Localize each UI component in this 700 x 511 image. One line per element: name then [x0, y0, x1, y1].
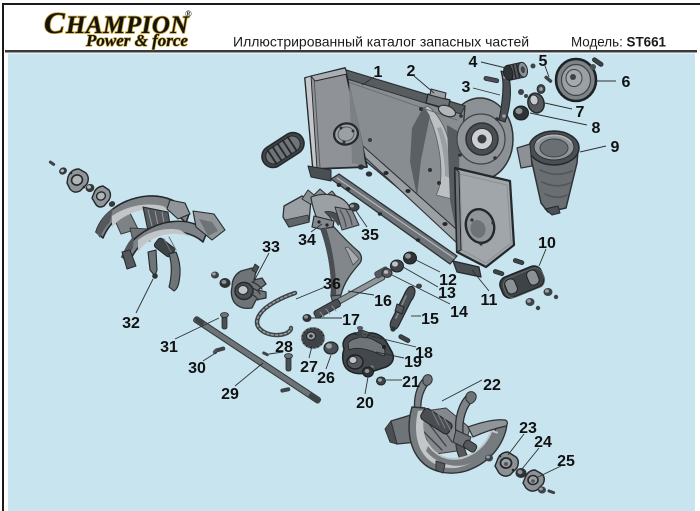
svg-text:Модель: ST661: Модель: ST661 — [571, 35, 667, 50]
svg-text:7: 7 — [576, 104, 585, 121]
svg-text:HAMPION: HAMPION — [65, 12, 189, 39]
svg-text:12: 12 — [439, 272, 457, 289]
svg-text:18: 18 — [415, 345, 433, 362]
svg-text:19: 19 — [404, 354, 422, 371]
svg-text:24: 24 — [534, 434, 552, 451]
svg-text:3: 3 — [462, 79, 471, 96]
svg-text:35: 35 — [361, 227, 379, 244]
svg-text:11: 11 — [481, 292, 498, 309]
svg-text:13: 13 — [438, 285, 456, 302]
svg-text:5: 5 — [539, 53, 548, 70]
svg-text:29: 29 — [221, 386, 239, 403]
svg-text:2: 2 — [407, 63, 416, 80]
svg-text:34: 34 — [298, 232, 316, 249]
svg-text:4: 4 — [469, 54, 478, 71]
svg-text:16: 16 — [374, 293, 392, 310]
svg-text:31: 31 — [160, 339, 178, 356]
svg-text:23: 23 — [519, 420, 537, 437]
svg-text:33: 33 — [262, 239, 280, 256]
svg-text:17: 17 — [342, 312, 360, 329]
svg-text:28: 28 — [275, 339, 293, 356]
svg-text:22: 22 — [483, 377, 501, 394]
svg-text:9: 9 — [611, 139, 620, 156]
svg-text:C: C — [44, 5, 65, 40]
svg-text:Power & force: Power & force — [85, 31, 188, 50]
svg-text:8: 8 — [592, 120, 601, 137]
svg-text:1: 1 — [374, 64, 383, 81]
svg-text:15: 15 — [421, 311, 439, 328]
svg-text:36: 36 — [323, 276, 341, 293]
svg-text:26: 26 — [317, 370, 335, 387]
svg-text:Иллюстрированный каталог запас: Иллюстрированный каталог запасных частей — [233, 34, 529, 50]
svg-text:14: 14 — [450, 304, 468, 321]
svg-text:25: 25 — [557, 453, 575, 470]
svg-text:32: 32 — [122, 315, 140, 332]
svg-text:10: 10 — [538, 235, 556, 252]
svg-text:21: 21 — [402, 374, 420, 391]
svg-text:30: 30 — [188, 360, 206, 377]
svg-text:6: 6 — [622, 74, 631, 91]
svg-text:20: 20 — [356, 395, 374, 412]
svg-text:27: 27 — [300, 359, 318, 376]
svg-text:®: ® — [185, 9, 192, 19]
